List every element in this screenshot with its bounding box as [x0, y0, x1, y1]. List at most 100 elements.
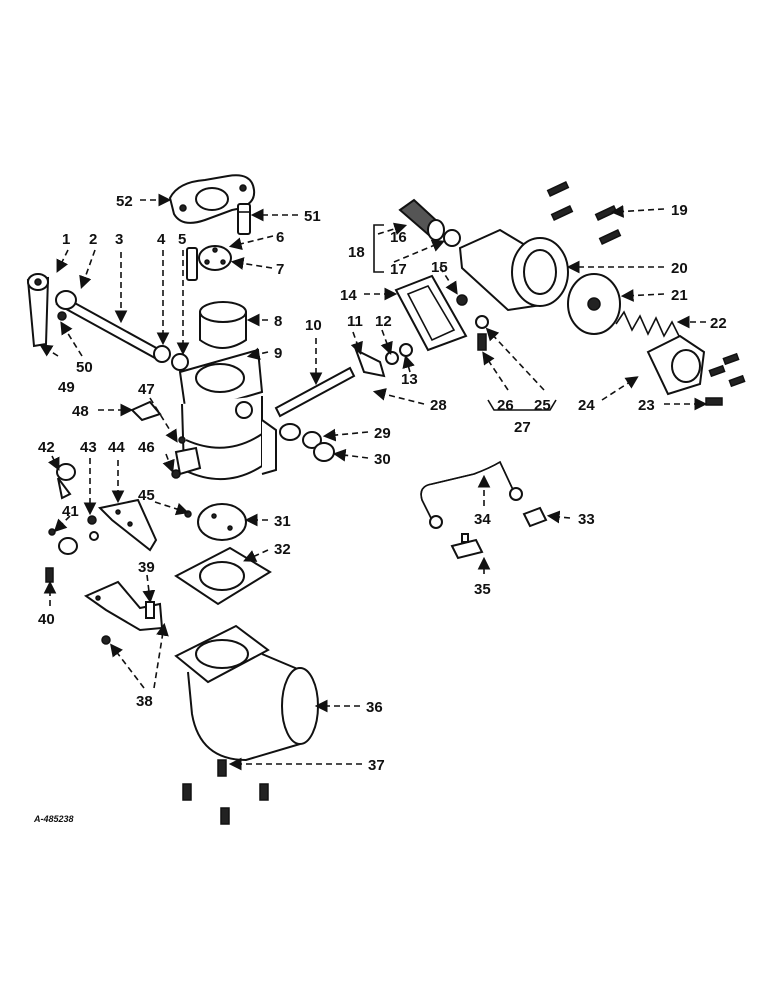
- part-13-washer: [399, 343, 413, 357]
- callout-23: 23: [638, 397, 655, 414]
- callout-2: 2: [89, 231, 97, 248]
- callout-49: 49: [58, 379, 75, 396]
- part-43-nut: [89, 531, 99, 541]
- callout-32: 32: [274, 541, 291, 558]
- callout-52: 52: [116, 193, 133, 210]
- parts-layer: [26, 174, 746, 825]
- part-43-screw: [87, 515, 97, 525]
- callout-38: 38: [136, 693, 153, 710]
- callout-14: 14: [340, 287, 357, 304]
- callout-26: 26: [497, 397, 514, 414]
- callout-4: 4: [157, 231, 166, 248]
- part-51-stud: [237, 203, 251, 235]
- part-41-screw: [48, 528, 56, 536]
- callout-50: 50: [76, 359, 93, 376]
- part-26-seat: [477, 333, 487, 351]
- part-35-tee: [450, 533, 484, 560]
- callout-17: 17: [390, 261, 407, 278]
- callout-40: 40: [38, 611, 55, 628]
- callout-16: 16: [390, 229, 407, 246]
- part-31-disc: [197, 503, 247, 541]
- callout-44: 44: [108, 439, 125, 456]
- callout-3: 3: [115, 231, 123, 248]
- callout-41: 41: [62, 503, 79, 520]
- part-44-bracket: [97, 498, 158, 552]
- part-36-elbow: [174, 624, 319, 762]
- callout-20: 20: [671, 260, 688, 277]
- callout-36: 36: [366, 699, 383, 716]
- part-46-screw: [171, 469, 181, 479]
- callout-29: 29: [374, 425, 391, 442]
- callout-21: 21: [671, 287, 688, 304]
- callout-45: 45: [138, 487, 155, 504]
- part-29-ring: [302, 431, 322, 449]
- part-40-screw: [45, 567, 54, 583]
- callout-13: 13: [401, 371, 418, 388]
- part-41-clip: [58, 537, 78, 555]
- callout-5: 5: [178, 231, 186, 248]
- callout-34: 34: [474, 511, 491, 528]
- callout-35: 35: [474, 581, 491, 598]
- callout-28: 28: [430, 397, 447, 414]
- part-14-gasket: [394, 274, 468, 352]
- callout-24: 24: [578, 397, 595, 414]
- part-17-washer: [443, 229, 461, 247]
- part-32-gasket: [174, 546, 272, 606]
- part-15-ball: [456, 294, 468, 306]
- callout-27: 27: [514, 419, 531, 436]
- callout-labels: 1 2 3 4 5 6 7 8 9 10 11 12 13 14 15 16 1…: [33, 193, 727, 824]
- callout-51: 51: [304, 208, 321, 225]
- part-5-stud: [186, 247, 198, 281]
- part-21-diaphragm: [567, 273, 621, 335]
- part-52-flange-gasket: [168, 174, 256, 224]
- part-24-cover: [646, 334, 706, 396]
- part-48-vane: [130, 400, 162, 422]
- callout-42: 42: [38, 439, 55, 456]
- part-37-screws: [182, 759, 269, 825]
- callout-11: 11: [347, 313, 363, 330]
- callout-47: 47: [138, 381, 155, 398]
- part-23-screws: [705, 352, 746, 406]
- callout-39: 39: [138, 559, 155, 576]
- callout-48: 48: [72, 403, 89, 420]
- part-10-tube: [274, 366, 356, 418]
- drawing-reference: A-485238: [33, 814, 74, 824]
- callout-37: 37: [368, 757, 385, 774]
- callout-10: 10: [305, 317, 322, 334]
- callout-7: 7: [276, 261, 284, 278]
- callout-30: 30: [374, 451, 391, 468]
- part-29-bushing: [279, 423, 301, 441]
- part-20-pump-housing: [458, 228, 569, 312]
- callout-43: 43: [80, 439, 97, 456]
- part-25-needle: [475, 315, 489, 329]
- callout-12: 12: [375, 313, 392, 330]
- callout-46: 46: [138, 439, 155, 456]
- part-34-fuel-line: [420, 460, 523, 529]
- callout-15: 15: [431, 259, 448, 276]
- part-19-screws: [546, 181, 622, 245]
- part-8-cylinder: [199, 301, 247, 349]
- callout-19: 19: [671, 202, 688, 219]
- callout-18: 18: [348, 244, 365, 261]
- part-9-carburetor-body: [174, 348, 277, 480]
- part-7-disc: [198, 245, 232, 271]
- part-22-spring: [615, 310, 681, 339]
- callout-9: 9: [274, 345, 282, 362]
- part-16-plug: [398, 198, 445, 241]
- callout-25: 25: [534, 397, 551, 414]
- callout-22: 22: [710, 315, 727, 332]
- part-49-throttle-lever: [26, 273, 77, 348]
- part-11-float: [354, 347, 386, 378]
- callout-31: 31: [274, 513, 291, 530]
- part-33-fitting: [522, 506, 548, 528]
- leader-lines: [39, 193, 708, 771]
- part-38-bracket: [83, 580, 164, 645]
- part-12-washer: [385, 351, 399, 365]
- part-42-clip: [56, 463, 76, 500]
- part-30-nut: [313, 442, 335, 462]
- callout-33: 33: [578, 511, 595, 528]
- callout-6: 6: [276, 229, 284, 246]
- callout-1: 1: [62, 231, 70, 248]
- callout-8: 8: [274, 313, 282, 330]
